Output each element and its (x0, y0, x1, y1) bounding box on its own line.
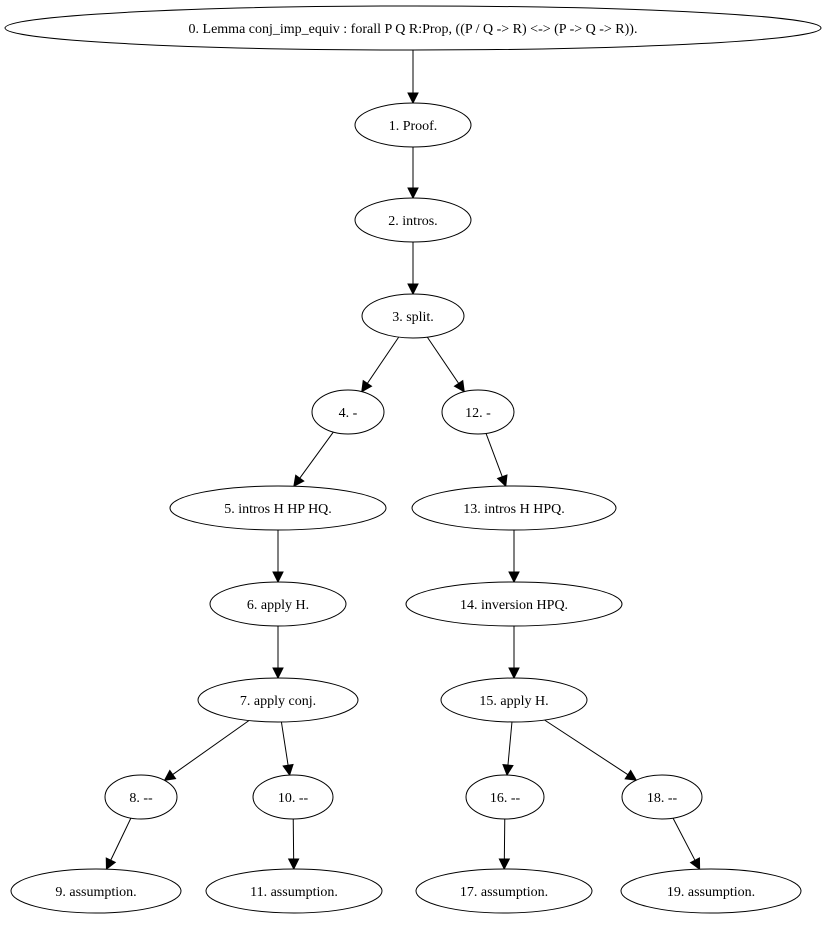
node-n10: 10. -- (253, 775, 333, 819)
edge-line (486, 433, 502, 476)
node-n0: 0. Lemma conj_imp_equiv : forall P Q R:P… (5, 6, 821, 50)
node-n9: 9. assumption. (11, 869, 181, 913)
node-n6: 6. apply H. (210, 582, 346, 626)
node-label: 1. Proof. (389, 119, 438, 134)
node-label: 8. -- (129, 791, 153, 806)
edge-n7-n10 (281, 722, 293, 775)
edge-n8-n9 (106, 818, 131, 869)
node-n5: 5. intros H HP HQ. (170, 486, 386, 530)
node-n19: 19. assumption. (621, 869, 801, 913)
edge-n18-n19 (673, 818, 700, 869)
edge-line (427, 337, 458, 383)
node-label: 19. assumption. (667, 885, 755, 900)
arrowhead-icon (503, 765, 513, 775)
edge-line (673, 818, 695, 860)
arrowhead-icon (165, 770, 176, 780)
arrowhead-icon (294, 475, 304, 486)
edge-n10-n11 (289, 819, 299, 869)
node-label: 7. apply conj. (240, 694, 316, 709)
edge-n13-n14 (509, 530, 519, 582)
arrowhead-icon (362, 381, 372, 392)
nodes-layer: 0. Lemma conj_imp_equiv : forall P Q R:P… (5, 6, 821, 913)
edge-n16-n17 (499, 819, 509, 869)
arrowhead-icon (273, 668, 283, 678)
edge-n5-n6 (273, 530, 283, 582)
edge-n12-n13 (486, 433, 507, 486)
arrowhead-icon (509, 668, 519, 678)
edge-line (367, 337, 398, 383)
edge-n1-n2 (408, 147, 418, 198)
edge-line (544, 720, 627, 775)
edge-line (111, 818, 131, 860)
node-n8: 8. -- (105, 775, 177, 819)
edge-n3-n4 (362, 337, 399, 392)
arrowhead-icon (289, 859, 299, 869)
edges-layer (106, 50, 699, 869)
node-label: 11. assumption. (250, 885, 338, 900)
arrowhead-icon (454, 381, 464, 392)
edge-n15-n18 (544, 720, 636, 780)
arrowhead-icon (408, 284, 418, 294)
node-label: 14. inversion HPQ. (460, 598, 568, 613)
arrowhead-icon (273, 572, 283, 582)
arrowhead-icon (499, 859, 509, 869)
node-n7: 7. apply conj. (198, 678, 358, 722)
node-n13: 13. intros H HPQ. (412, 486, 616, 530)
edge-n4-n5 (294, 432, 333, 486)
node-label: 15. apply H. (479, 694, 548, 709)
node-n12: 12. - (442, 390, 514, 434)
edge-n14-n15 (509, 626, 519, 678)
node-n1: 1. Proof. (355, 103, 471, 147)
node-n15: 15. apply H. (441, 678, 587, 722)
node-label: 3. split. (392, 310, 434, 325)
edge-n2-n3 (408, 242, 418, 294)
node-n3: 3. split. (362, 294, 464, 338)
node-label: 4. - (339, 406, 358, 421)
node-n14: 14. inversion HPQ. (406, 582, 622, 626)
node-label: 13. intros H HPQ. (463, 502, 565, 517)
edge-n7-n8 (165, 721, 250, 781)
edge-n15-n16 (503, 722, 513, 775)
node-n11: 11. assumption. (206, 869, 382, 913)
arrowhead-icon (106, 858, 115, 869)
edge-line (173, 721, 249, 775)
node-label: 18. -- (647, 791, 678, 806)
node-n18: 18. -- (622, 775, 702, 819)
node-label: 17. assumption. (460, 885, 548, 900)
node-label: 9. assumption. (55, 885, 136, 900)
node-label: 12. - (465, 406, 491, 421)
node-label: 2. intros. (388, 214, 437, 229)
node-label: 5. intros H HP HQ. (224, 502, 332, 517)
node-n16: 16. -- (466, 775, 544, 819)
node-n2: 2. intros. (355, 198, 471, 242)
edge-n3-n12 (427, 337, 464, 392)
node-label: 10. -- (278, 791, 309, 806)
edge-n6-n7 (273, 626, 283, 678)
edge-line (508, 722, 512, 765)
arrowhead-icon (283, 764, 293, 775)
node-n17: 17. assumption. (416, 869, 592, 913)
arrowhead-icon (408, 188, 418, 198)
arrowhead-icon (625, 770, 636, 780)
node-n4: 4. - (312, 390, 384, 434)
edge-n0-n1 (408, 50, 418, 103)
arrowhead-icon (498, 475, 507, 486)
edge-line (281, 722, 288, 765)
node-label: 16. -- (490, 791, 521, 806)
arrowhead-icon (408, 93, 418, 103)
node-label: 0. Lemma conj_imp_equiv : forall P Q R:P… (189, 22, 638, 37)
node-label: 6. apply H. (247, 598, 309, 613)
arrowhead-icon (509, 572, 519, 582)
edge-line (300, 432, 334, 478)
